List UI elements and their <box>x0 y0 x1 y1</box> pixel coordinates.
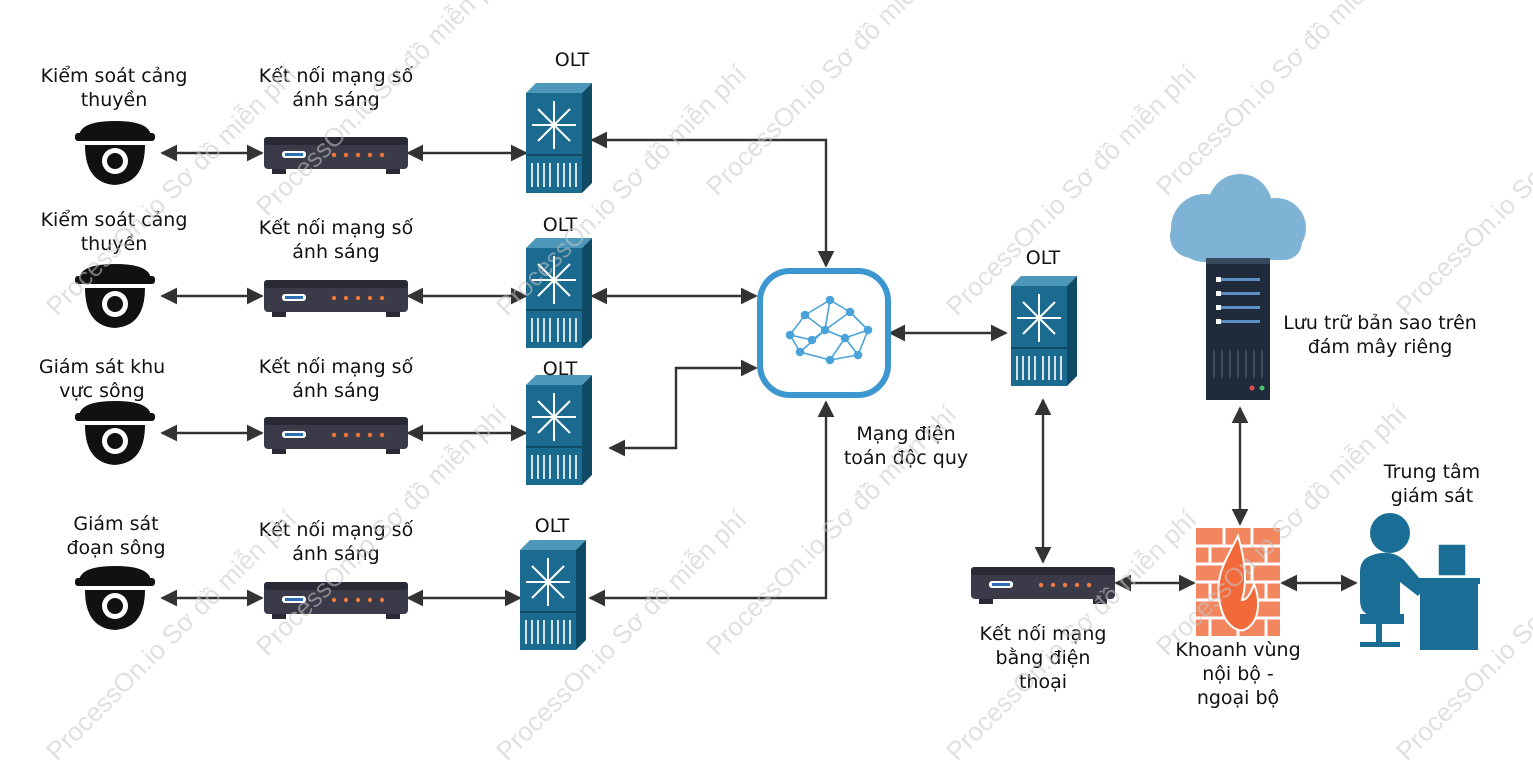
label-line: thuyền <box>81 233 148 255</box>
label-line: OLT <box>543 214 578 236</box>
label-line: ánh sáng <box>292 241 379 263</box>
connection-arrow <box>588 400 835 607</box>
olt-switch-icon <box>525 82 593 194</box>
label-line: Trung tâm <box>1383 461 1480 483</box>
label-line: ánh sáng <box>292 543 379 565</box>
label-line: thoại <box>1019 671 1067 693</box>
label-line: ngoại bộ <box>1197 687 1279 709</box>
label-line: OLT <box>535 515 570 537</box>
connection-arrows <box>160 131 1358 607</box>
modem-icon <box>264 280 408 317</box>
label-line: Kết nối mạng số <box>259 519 414 541</box>
label-line: ánh sáng <box>292 89 379 111</box>
cloud-icon <box>1170 174 1306 262</box>
label-line: Kết nối mạng <box>980 623 1107 645</box>
label-line: đám mây riêng <box>1308 336 1453 358</box>
label-olt5: OLT <box>1026 247 1061 269</box>
modem-icon <box>264 417 408 454</box>
label-line: Kiểm soát cảng <box>41 209 188 231</box>
server-icon <box>1206 258 1270 400</box>
camera-icon <box>75 401 155 465</box>
label-line: thuyền <box>81 89 148 111</box>
label-line: ánh sáng <box>292 380 379 402</box>
label-line: Lưu trữ bản sao trên <box>1283 312 1477 334</box>
label-line: nội bộ - <box>1202 663 1274 685</box>
label-line: Kết nối mạng số <box>259 356 414 378</box>
label-line: giám sát <box>1391 485 1474 507</box>
person-desk-icon <box>1360 513 1480 650</box>
label-line: Kiểm soát cảng <box>41 65 188 87</box>
label-olt4: OLT <box>535 515 570 537</box>
camera-icon <box>75 121 155 185</box>
firewall-icon <box>1196 528 1280 636</box>
label-line: Kết nối mạng số <box>259 65 414 87</box>
label-line: Kết nối mạng số <box>259 217 414 239</box>
label-olt1: OLT <box>555 49 590 71</box>
olt-switch-icon <box>1010 275 1078 387</box>
label-line: Mạng điện <box>856 423 955 445</box>
label-line: OLT <box>1026 247 1061 269</box>
label-line: bằng điện <box>996 646 1091 669</box>
olt-switch-icon <box>519 539 587 651</box>
label-olt2: OLT <box>543 214 578 236</box>
network-cloud-icon <box>757 268 891 398</box>
label-line: Khoanh vùng <box>1175 639 1300 661</box>
label-olt3: OLT <box>543 358 578 380</box>
label-line: Giám sát <box>73 513 158 535</box>
olt-switch-icon <box>525 374 593 486</box>
label-line: OLT <box>543 358 578 380</box>
label-line: vực sông <box>59 380 144 402</box>
label-line: toán độc quy <box>844 447 968 469</box>
connection-arrow <box>590 131 835 268</box>
label-line: Giám sát khu <box>39 356 165 378</box>
label-line: đoạn sông <box>66 537 165 559</box>
camera-icon <box>75 566 155 630</box>
connection-arrow <box>608 359 758 457</box>
label-line: OLT <box>555 49 590 71</box>
